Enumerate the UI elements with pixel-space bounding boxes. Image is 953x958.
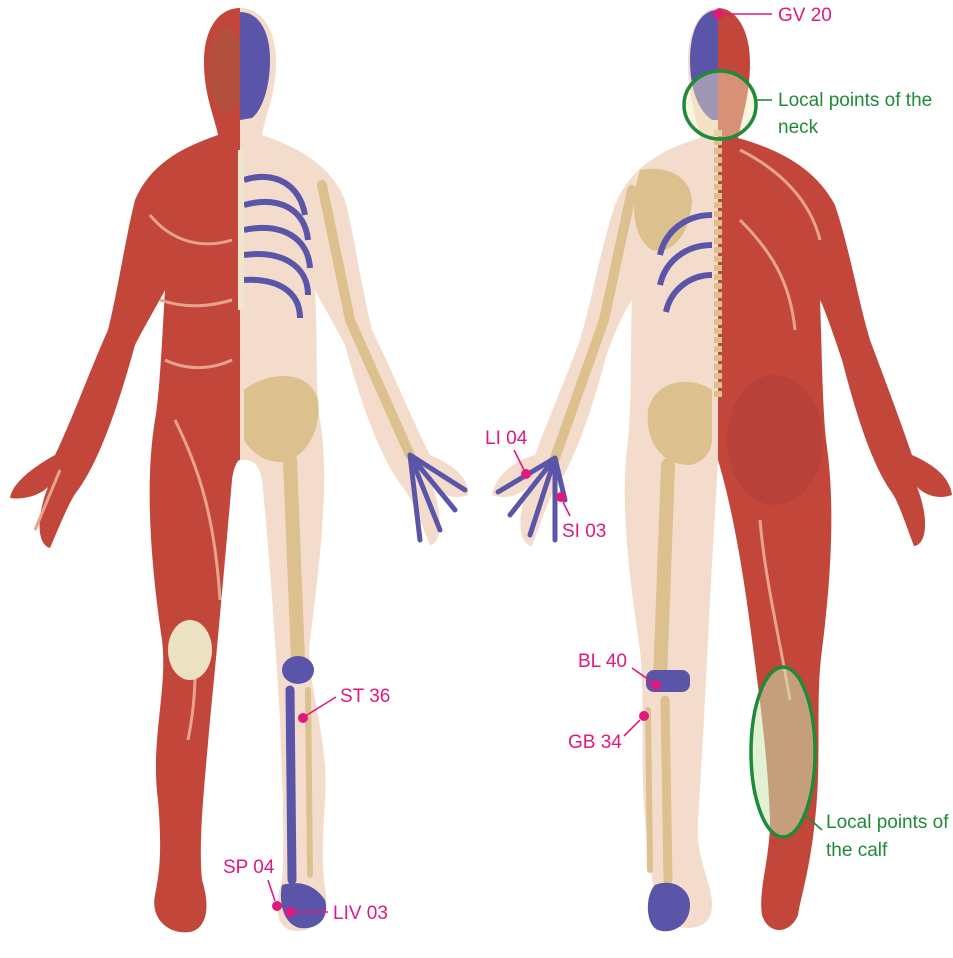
front-muscle-half <box>10 8 240 932</box>
front-sternum <box>238 150 244 310</box>
front-face <box>208 28 244 112</box>
region-neck: Local points of the neck <box>684 71 932 139</box>
point-sp04: SP 04 <box>223 857 282 911</box>
region-neck-circle <box>684 71 756 139</box>
back-knee-cartilage <box>646 670 690 692</box>
point-liv03-label: LIV 03 <box>333 903 388 924</box>
front-left-knee <box>168 620 212 680</box>
region-neck-label-line1: Local points of the <box>778 90 932 111</box>
point-gb34-label: GB 34 <box>568 732 622 753</box>
back-fibula <box>648 710 650 870</box>
region-calf-label-line2: the calf <box>826 840 888 861</box>
point-gv20-dot <box>713 9 723 19</box>
point-bl40-label: BL 40 <box>578 651 627 672</box>
point-si03-leader <box>563 502 570 516</box>
region-calf-label-line1: Local points of <box>826 812 949 833</box>
posterior-figure <box>492 8 952 931</box>
point-gb34-dot <box>639 711 649 721</box>
back-tibia <box>665 700 668 880</box>
point-si03-label: SI 03 <box>562 521 606 542</box>
region-calf-ellipse <box>751 667 815 837</box>
point-si03: SI 03 <box>556 492 606 542</box>
point-bl40-dot <box>651 680 661 690</box>
point-gb34-leader <box>624 720 640 736</box>
front-fibula <box>308 690 310 875</box>
back-femur <box>660 465 668 680</box>
point-gv20-label: GV 20 <box>778 5 832 26</box>
region-calf: Local points of the calf <box>751 667 949 861</box>
point-st36-label: ST 36 <box>340 686 390 707</box>
point-si03-dot <box>556 492 566 502</box>
back-glute <box>727 375 823 505</box>
point-sp04-dot <box>272 901 282 911</box>
point-liv03-dot <box>285 907 295 917</box>
front-tibia <box>290 690 292 880</box>
point-gb34: GB 34 <box>568 711 649 753</box>
front-kneecap <box>282 656 314 684</box>
point-li04-dot <box>521 469 531 479</box>
region-neck-label-line2: neck <box>778 117 819 138</box>
point-sp04-leader <box>268 880 275 901</box>
back-skin-half <box>492 8 718 928</box>
point-sp04-label: SP 04 <box>223 857 275 878</box>
point-li04-label: LI 04 <box>485 428 528 449</box>
point-st36-dot <box>298 713 308 723</box>
anterior-figure <box>10 8 468 932</box>
front-femur <box>290 460 298 660</box>
